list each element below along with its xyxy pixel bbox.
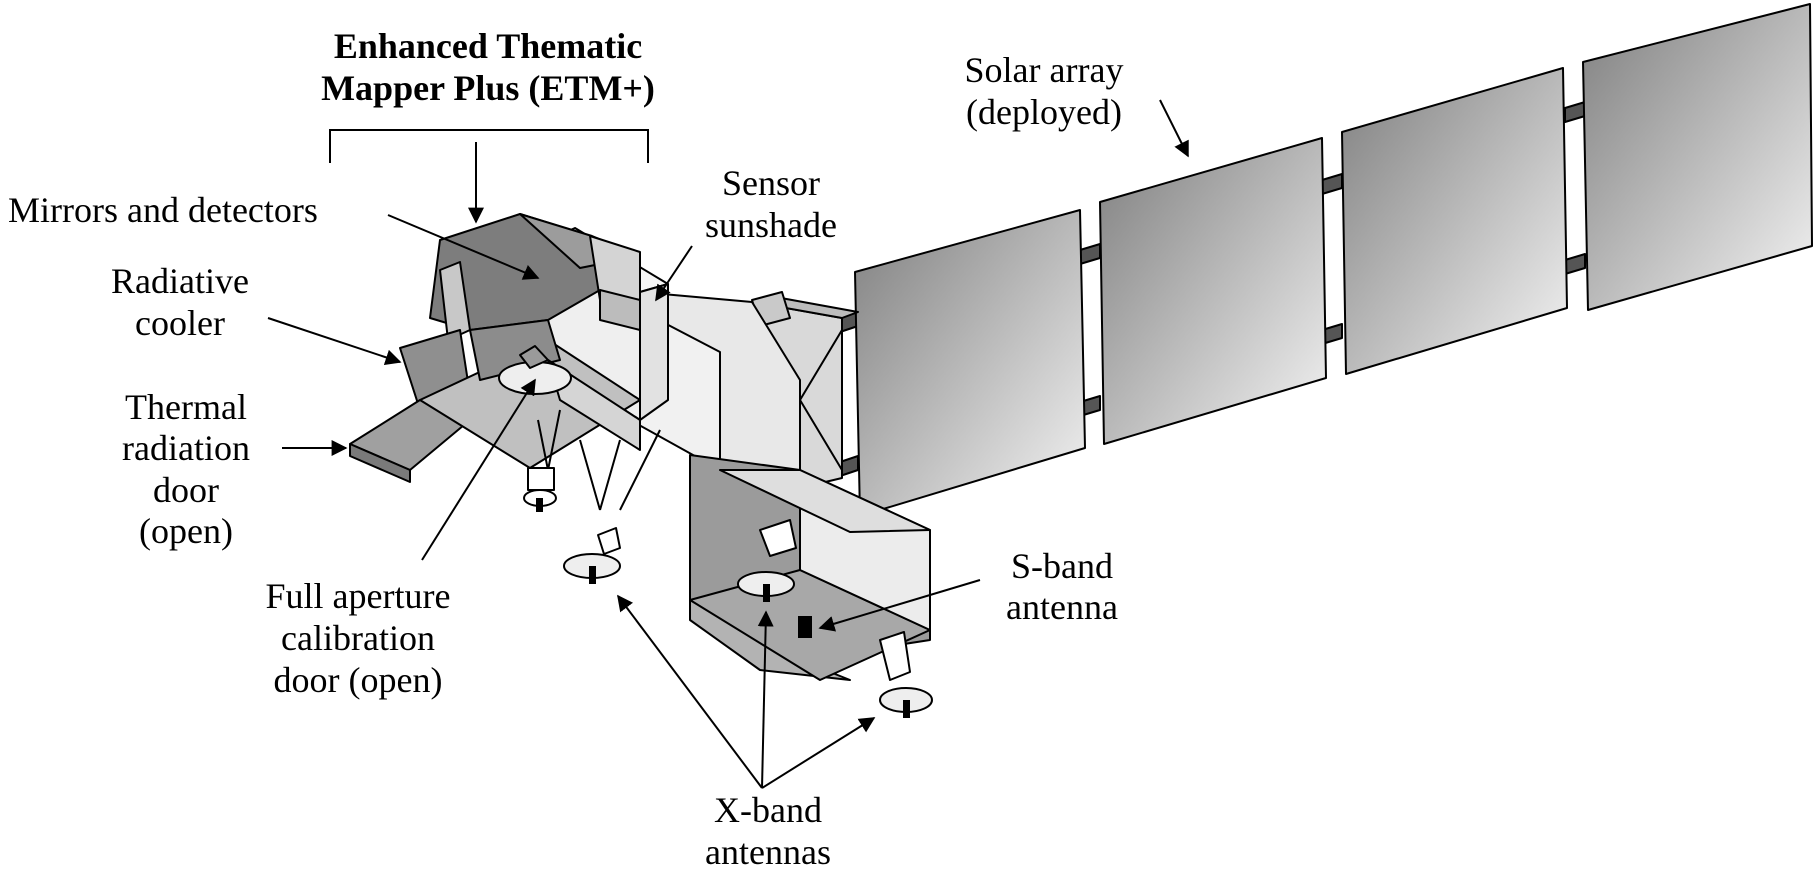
arrow-xband-3 [761, 717, 876, 789]
arrow-xband-1 [617, 594, 763, 789]
label-thermal-4: (open) [139, 511, 233, 551]
label-sensor-2: sunshade [705, 205, 837, 245]
spacecraft-bus [629, 291, 931, 681]
label-solar-1: Solar array [965, 50, 1124, 90]
solar-array [839, 3, 1813, 517]
label-thermal-2: radiation [122, 428, 250, 468]
label-mirrors: Mirrors and detectors [8, 190, 318, 230]
labels: Enhanced Thematic Mapper Plus (ETM+) Mir… [8, 26, 1123, 872]
solar-panel [1582, 3, 1813, 311]
instrument-supports [537, 409, 661, 511]
label-xband-2: antennas [705, 832, 831, 872]
etm-instrument [349, 213, 669, 511]
arrow-sband [818, 579, 981, 632]
solar-panel [1341, 67, 1568, 375]
xband-antenna-1 [563, 527, 621, 584]
etm-bracket [329, 129, 649, 224]
label-thermal-3: door [153, 470, 219, 510]
arrow-mirrors [387, 214, 540, 280]
antennas [523, 489, 933, 718]
label-solar-2: (deployed) [966, 92, 1122, 132]
antenna-dish [523, 489, 557, 512]
label-sensor-1: Sensor [722, 163, 820, 203]
label-sband-2: antenna [1006, 587, 1118, 627]
arrow-full-aperture [421, 378, 536, 561]
label-full-aperture-3: door (open) [274, 660, 443, 700]
leader-arrows [267, 99, 1189, 789]
xband-antenna-3 [879, 631, 933, 718]
title-line-2: Mapper Plus (ETM+) [321, 68, 655, 108]
label-full-aperture-2: calibration [281, 618, 435, 658]
sband-antenna [798, 616, 812, 638]
label-full-aperture-1: Full aperture [266, 576, 451, 616]
label-radiative-1: Radiative [111, 261, 249, 301]
label-sband-1: S-band [1011, 546, 1113, 586]
label-thermal-1: Thermal [125, 387, 247, 427]
solar-panel [1099, 137, 1327, 445]
xband-antenna-2 [737, 519, 797, 602]
label-radiative-2: cooler [135, 303, 225, 343]
arrow-radiative [267, 317, 402, 366]
label-xband-1: X-band [714, 790, 822, 830]
solar-panel [854, 209, 1086, 517]
arrow-sensor [655, 245, 693, 302]
title-line-1: Enhanced Thematic [334, 26, 642, 66]
arrow-xband-2 [757, 610, 774, 789]
arrow-solar [1159, 99, 1189, 158]
